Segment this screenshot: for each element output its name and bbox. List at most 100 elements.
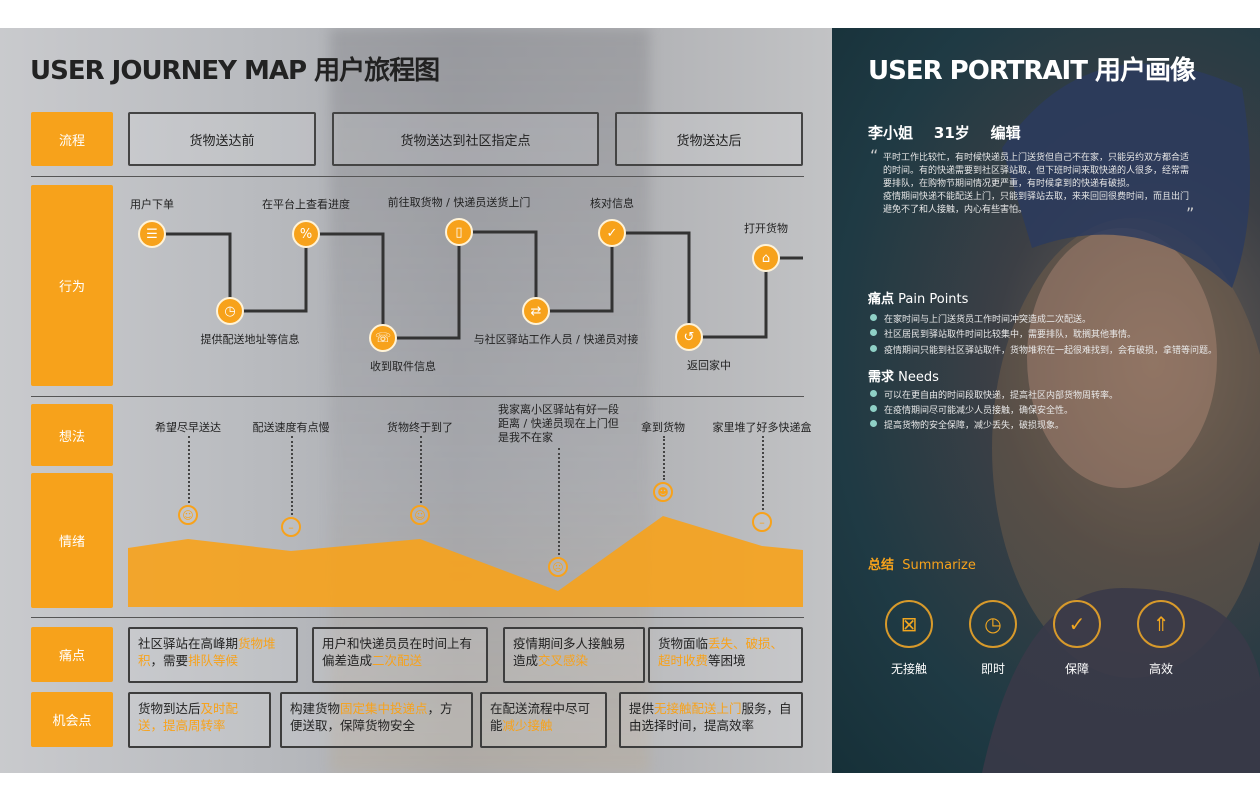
- pain-item: 在家时间与上门送货员工作时间冲突造成二次配送。: [869, 312, 1091, 325]
- feature-label: 无接触: [890, 662, 928, 676]
- door-icon: ▯: [445, 218, 473, 246]
- row-label-thoughts: 想法: [31, 404, 113, 466]
- clock-icon: ◷: [216, 297, 244, 325]
- emotion-face-neutral-icon: –: [281, 517, 301, 537]
- card-text: 用户和快递员员在时间上有偏差造成: [322, 636, 473, 668]
- highlight-text: 无接触配送上门: [654, 701, 742, 716]
- journey-title: USER JOURNEY MAP 用户旅程图: [30, 56, 440, 86]
- feature-label: 高效: [1148, 662, 1174, 676]
- clipboard-check-icon: ✓: [598, 219, 626, 247]
- thought-text: 家里堆了好多快递盒: [712, 421, 812, 434]
- pain-point-card: 货物面临丢失、破损、超时收费等困境: [648, 627, 803, 683]
- summary-title: 总结: [868, 558, 895, 573]
- highlight-text: 丢失、破损、超时收费: [658, 636, 784, 668]
- needs-title: 需求: [868, 370, 895, 385]
- need-item: 在疫情期间尽可能减少人员接触，确保安全性。: [869, 403, 1073, 416]
- highlight-text: 货物堆积: [138, 636, 276, 668]
- action-label: 打开货物: [744, 222, 788, 235]
- thought-connector: [291, 436, 293, 515]
- open-box-icon: ⌂: [752, 244, 780, 272]
- pain-item: 社区居民到驿站取件时间比较集中，需要排队，耽搁其他事情。: [869, 327, 1136, 340]
- return-icon: ↺: [675, 323, 703, 351]
- thought-connector: [762, 436, 764, 510]
- action-label: 收到取件信息: [370, 360, 436, 373]
- action-label: 返回家中: [687, 359, 731, 372]
- card-text: 疫情期间多人接触易造成: [513, 636, 626, 668]
- need-item: 提高货物的安全保障，减少丢失，破损现象。: [869, 418, 1064, 431]
- persona-info: 李小姐 31岁 编辑: [868, 122, 1021, 143]
- opportunity-card: 在配送流程中尽可能减少接触: [480, 692, 607, 748]
- summary-heading: 总结 Summarize: [868, 554, 976, 573]
- opportunity-card: 货物到达后及时配送，提高周转率: [128, 692, 271, 748]
- row-label-opportunity: 机会点: [31, 692, 113, 747]
- stage-after: 货物送达后: [615, 112, 803, 166]
- action-label: 在平台上查看进度: [262, 198, 350, 211]
- emotion-face-smile-icon: ☺: [178, 505, 198, 525]
- pain-point-card: 社区驿站在高峰期货物堆积，需要排队等候: [128, 627, 298, 683]
- card-text: 货物到达后: [138, 701, 201, 716]
- order-icon: ☰: [138, 220, 166, 248]
- card-text: 在配送流程中尽可能: [490, 701, 591, 733]
- quote-open-icon: “: [870, 146, 879, 165]
- thought-connector: [420, 436, 422, 503]
- emotion-face-sad-icon: ☹: [548, 557, 568, 577]
- row-label-pain: 痛点: [31, 627, 113, 682]
- emotion-area: [128, 516, 803, 607]
- feature-label: 保障: [1064, 662, 1090, 676]
- needs-heading: 需求 Needs: [868, 366, 939, 385]
- emotion-face-happy-icon: ☻: [653, 482, 673, 502]
- opportunity-card: 构建货物固定集中投递点，方便送取，保障货物安全: [280, 692, 473, 748]
- pain-point-card: 用户和快递员员在时间上有偏差造成二次配送: [312, 627, 488, 683]
- pain-points-heading: 痛点 Pain Points: [868, 288, 968, 307]
- emotion-face-neutral-icon: –: [752, 512, 772, 532]
- highlight-text: 排队等候: [188, 653, 239, 668]
- thought-text: 我家离小区驿站有好一段距离 / 快递员现在上门但是我不在家: [498, 403, 619, 444]
- card-text: 社区驿站在高峰期: [138, 636, 239, 651]
- card-text: 等困境: [708, 653, 746, 668]
- pain-point-card: 疫情期间多人接触易造成交叉感染: [503, 627, 645, 683]
- journey-map-panel: [0, 28, 832, 773]
- highlight-text: 及时配送，提高周转率: [138, 701, 239, 733]
- summary-title-en: Summarize: [902, 558, 976, 573]
- row-label-emotion: 情绪: [31, 473, 113, 608]
- thought-text: 拿到货物: [641, 421, 685, 434]
- thought-connector: [188, 436, 190, 503]
- highlight-text: 固定集中投递点: [340, 701, 428, 716]
- divider: [31, 396, 804, 397]
- portrait-title: USER PORTRAIT 用户画像: [868, 56, 1196, 86]
- persona-name: 李小姐: [868, 124, 914, 142]
- exchange-icon: ⇄: [522, 297, 550, 325]
- pain-title-en: Pain Points: [898, 292, 969, 307]
- thought-text: 配送速度有点慢: [252, 421, 330, 434]
- row-label-process: 流程: [31, 112, 113, 166]
- phone-icon: ☏: [369, 324, 397, 352]
- action-label: 提供配送地址等信息: [200, 333, 300, 346]
- persona-quote: 平时工作比较忙，有时候快递员上门送货但自己不在家，只能另约双方都合适的时间。有的…: [883, 153, 1190, 215]
- persona-job: 编辑: [990, 124, 1021, 142]
- stage-before: 货物送达前: [128, 112, 316, 166]
- emotion-face-smile-icon: ☺: [410, 505, 430, 525]
- card-text: 提供: [629, 701, 655, 716]
- thought-connector: [558, 448, 560, 555]
- needs-title-en: Needs: [898, 370, 939, 385]
- need-item: 可以在更自由的时间段取快递，提高社区内部货物周转率。: [869, 388, 1118, 401]
- action-label: 核对信息: [590, 197, 634, 210]
- card-text: 货物面临: [658, 636, 709, 651]
- highlight-text: 二次配送: [372, 653, 423, 668]
- highlight-text: 交叉感染: [538, 653, 589, 668]
- divider: [31, 176, 804, 177]
- thought-text: 希望尽早送达: [155, 421, 221, 434]
- pain-item: 疫情期间只能到社区驿站取件，货物堆积在一起很难找到，会有破损，拿错等问题。: [869, 343, 1217, 356]
- stage-arrival: 货物送达到社区指定点: [332, 112, 599, 166]
- progress-icon: %: [292, 220, 320, 248]
- no-contact-icon: ⊠: [885, 600, 933, 648]
- card-text: 服务，自由选择时间，提高效率: [629, 701, 792, 733]
- card-text: 构建货物: [290, 701, 341, 716]
- pain-title: 痛点: [868, 292, 895, 307]
- card-text: ，需要: [150, 653, 189, 668]
- action-label: 用户下单: [130, 198, 174, 211]
- opportunity-card: 提供无接触配送上门服务，自由选择时间，提高效率: [619, 692, 803, 748]
- highlight-text: 减少接触: [502, 718, 553, 733]
- timer-icon: ◷: [969, 600, 1017, 648]
- action-label: 与社区驿站工作人员 / 快递员对接: [473, 333, 639, 346]
